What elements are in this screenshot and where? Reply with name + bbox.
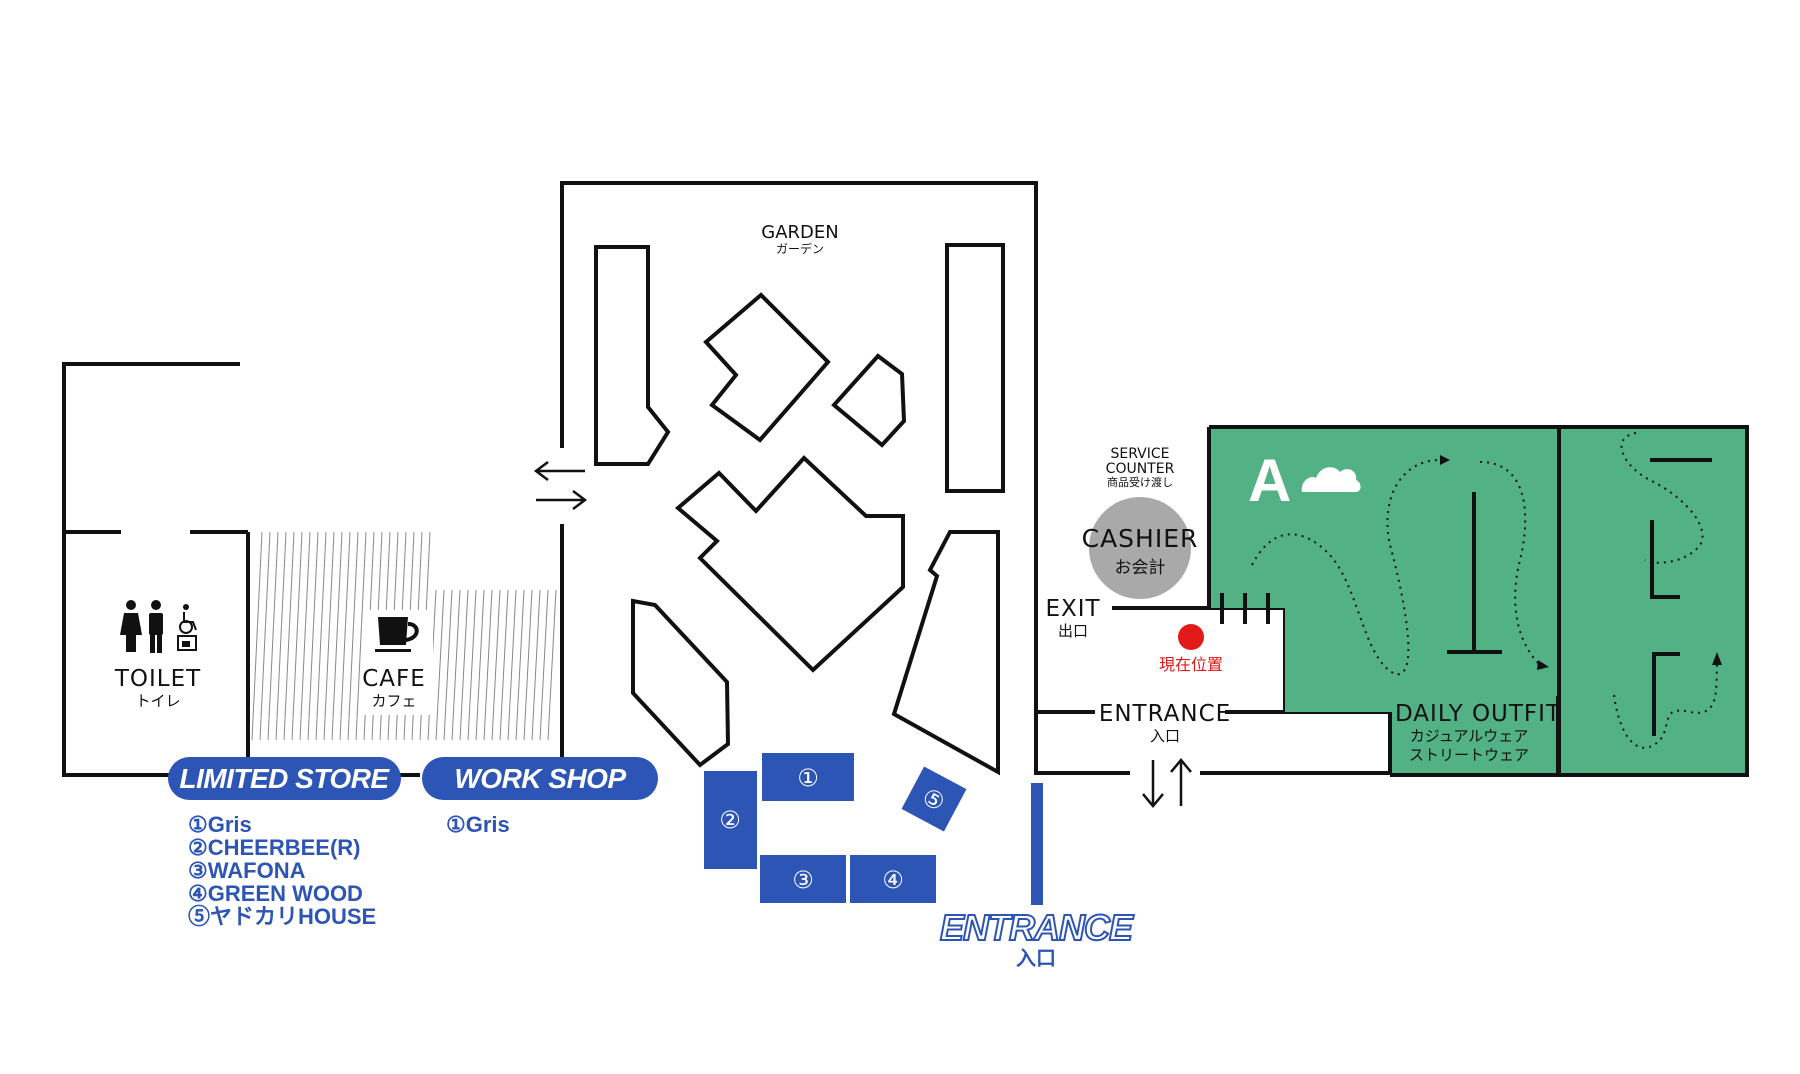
work-shop-label: WORK SHOP xyxy=(454,763,626,794)
cashier-circle[interactable]: CASHIER お会計 xyxy=(1082,497,1199,599)
cafe-label-jp: カフェ xyxy=(371,692,416,710)
inner-entrance-label: ENTRANCE xyxy=(1099,701,1231,727)
zone-a-walking-path xyxy=(1251,432,1718,749)
garden-label-jp: ガーデン xyxy=(776,241,824,256)
left-building-walls xyxy=(62,362,562,777)
service-counter-line1: SERVICE xyxy=(1110,446,1169,462)
up-down-arrow-icon xyxy=(1142,758,1192,808)
booth-1-number: ① xyxy=(797,764,819,792)
limited-shop-3[interactable]: ③WAFONA xyxy=(188,858,306,883)
bidirectional-arrow-icon xyxy=(533,461,588,510)
garden-planters xyxy=(594,243,1005,776)
direction-arrowheads xyxy=(1440,455,1722,670)
current-position-label: 現在位置 xyxy=(1159,655,1223,674)
booth-3-number: ③ xyxy=(792,866,814,894)
exit-label-jp: 出口 xyxy=(1058,622,1088,640)
garden-label: GARDEN xyxy=(761,222,838,243)
daily-outfit-line2: ストリートウェア xyxy=(1409,746,1529,764)
cashier-label-jp: お会計 xyxy=(1115,558,1166,578)
inner-entrance-label-jp: 入口 xyxy=(1150,727,1180,745)
booth-5[interactable]: ⑤ xyxy=(901,766,967,832)
limited-shop-2[interactable]: ②CHEERBEE(R) xyxy=(188,835,361,860)
service-counter-line2: COUNTER xyxy=(1106,461,1175,477)
limited-store-label: LIMITED STORE xyxy=(179,763,390,794)
toilet-label-jp: トイレ xyxy=(135,692,180,710)
booth-4[interactable]: ④ xyxy=(850,855,936,903)
limited-shop-1[interactable]: ①Gris xyxy=(188,812,252,837)
main-entrance-logo: ENTRANCE xyxy=(940,907,1134,948)
zone-a-fixtures xyxy=(1447,458,1712,775)
limited-shop-5[interactable]: ⑤ヤドカリHOUSE xyxy=(188,904,377,929)
current-position-marker xyxy=(1178,624,1204,650)
main-entrance-bar xyxy=(1031,783,1043,905)
daily-outfit-label: DAILY OUTFIT xyxy=(1395,701,1561,727)
main-entrance-label-jp: 入口 xyxy=(1016,946,1056,970)
work-shop-1[interactable]: ①Gris xyxy=(446,812,510,837)
limited-store-shop-list: ①Gris ②CHEERBEE(R) ③WAFONA ④GREEN WOOD ⑤… xyxy=(188,813,376,928)
booth-2[interactable]: ② xyxy=(704,771,757,869)
coffee-cup-icon xyxy=(375,617,419,652)
booth-1[interactable]: ① xyxy=(762,753,854,801)
toilet-label: TOILET xyxy=(114,666,201,692)
restroom-icon xyxy=(120,600,197,653)
daily-outfit-line1: カジュアルウェア xyxy=(1410,727,1529,745)
cashier-label: CASHIER xyxy=(1082,524,1199,553)
zone-a-area xyxy=(1207,425,1749,777)
booth-4-number: ④ xyxy=(882,866,904,894)
booth-2-number: ② xyxy=(719,806,741,834)
zone-a-letter: A xyxy=(1248,447,1291,514)
work-shop-shop-list: ①Gris xyxy=(446,813,510,836)
service-counter-line3: 商品受け渡し xyxy=(1107,475,1173,489)
garden-walls xyxy=(560,181,1038,775)
limited-shop-4[interactable]: ④GREEN WOOD xyxy=(188,881,363,906)
booth-3[interactable]: ③ xyxy=(760,855,846,903)
exit-label: EXIT xyxy=(1045,596,1100,622)
work-shop-pill[interactable]: WORK SHOP xyxy=(422,757,658,800)
cafe-label: CAFE xyxy=(362,666,426,692)
cloud-icon xyxy=(1301,467,1361,492)
limited-store-pill[interactable]: LIMITED STORE xyxy=(168,757,401,800)
